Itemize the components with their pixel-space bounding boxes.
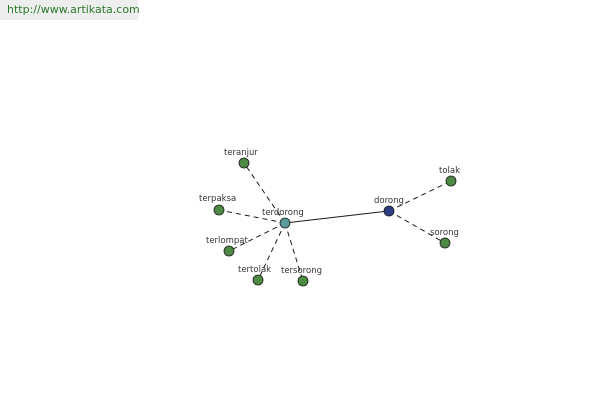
- edge-dorong-sorong: [388, 210, 446, 244]
- site-url-banner[interactable]: http://www.artikata.com: [0, 0, 140, 20]
- edge-terdorong-teranjur: [243, 162, 286, 224]
- edge-terdorong-dorong: [284, 210, 390, 224]
- node-sorong[interactable]: [439, 237, 451, 249]
- edge-terdorong-tersorong: [284, 222, 304, 282]
- node-terpaksa[interactable]: [213, 204, 225, 216]
- node-label-teranjur[interactable]: teranjur: [224, 148, 258, 158]
- node-terdorong[interactable]: [279, 217, 291, 229]
- node-dorong[interactable]: [383, 205, 395, 217]
- node-terlompat[interactable]: [223, 245, 235, 257]
- node-label-terpaksa[interactable]: terpaksa: [199, 194, 236, 204]
- edge-dorong-tolak: [388, 180, 452, 212]
- node-label-tersorong[interactable]: tersorong: [281, 266, 322, 276]
- node-label-terdorong[interactable]: terdorong: [262, 208, 304, 218]
- edge-terdorong-terpaksa: [218, 209, 286, 224]
- node-tertolak[interactable]: [252, 274, 264, 286]
- node-tolak[interactable]: [445, 175, 457, 187]
- node-tersorong[interactable]: [297, 275, 309, 287]
- edges-layer: [218, 162, 452, 282]
- nodes-layer: teranjur terpaksa terdorong terlompat tertol…: [199, 148, 460, 287]
- edge-terdorong-tertolak: [257, 222, 286, 281]
- node-label-tertolak[interactable]: tertolak: [238, 265, 271, 275]
- node-label-sorong[interactable]: sorong: [430, 228, 459, 238]
- node-label-terlompat[interactable]: terlompat: [206, 236, 249, 246]
- node-label-tolak[interactable]: tolak: [439, 166, 460, 176]
- node-teranjur[interactable]: [238, 157, 250, 169]
- edge-terdorong-terlompat: [228, 222, 286, 252]
- node-label-dorong[interactable]: dorong: [374, 196, 404, 206]
